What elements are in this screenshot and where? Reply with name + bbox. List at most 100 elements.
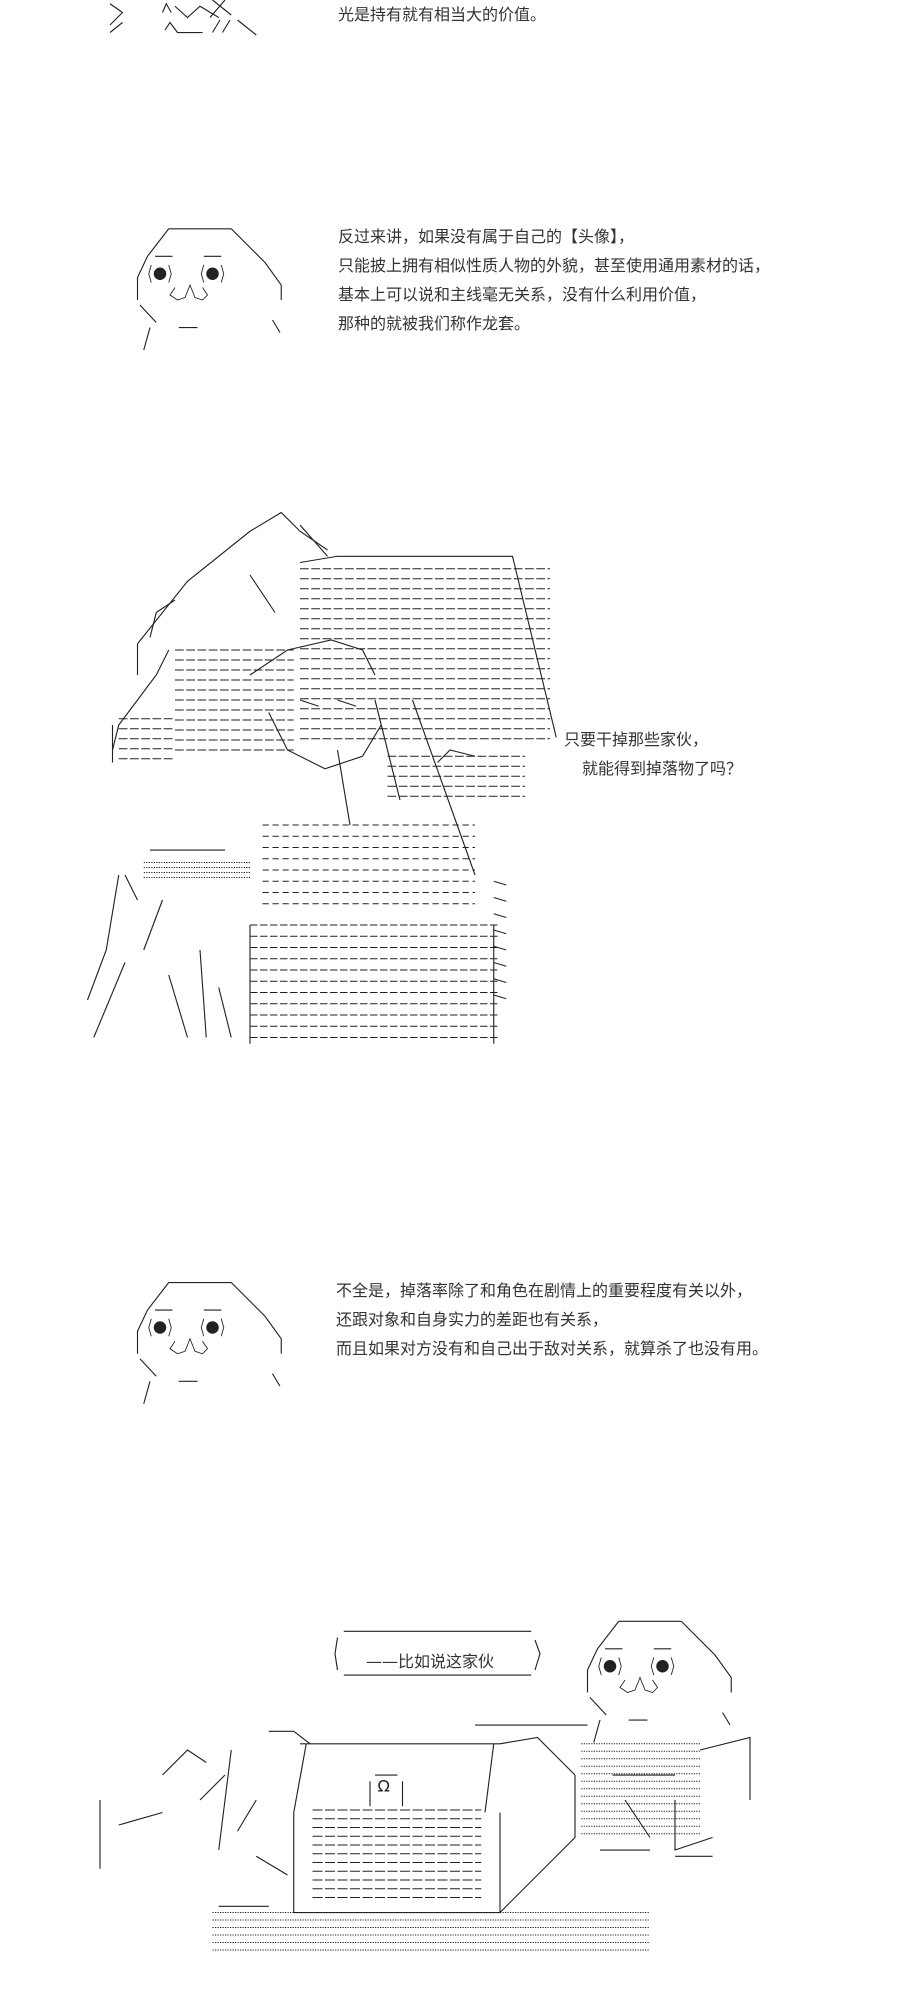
art-stroke (593, 1719, 601, 1743)
art-stroke (493, 897, 507, 902)
art-stroke (200, 1318, 205, 1337)
art-stroke (650, 1657, 655, 1676)
art-stroke (222, 19, 231, 33)
art-stroke (493, 945, 507, 951)
art-stroke (200, 264, 205, 283)
art-stroke (161, 2, 172, 13)
art-stroke (493, 978, 507, 983)
art-stroke (109, 22, 123, 33)
art-stroke (300, 1736, 576, 1776)
art-stroke (699, 1736, 751, 1800)
caption-line: 还跟对象和自身实力的差距也有关系， (336, 1310, 609, 1329)
art-stroke (199, 1774, 226, 1801)
art-stroke (619, 1676, 659, 1694)
art-stroke (680, 1620, 732, 1693)
art-stroke (169, 283, 209, 301)
art-stroke (237, 19, 257, 36)
art-stroke (212, 19, 221, 33)
art-stroke (230, 1282, 282, 1354)
art-stroke (249, 639, 376, 676)
art-stroke (111, 649, 170, 751)
art-stroke (93, 962, 126, 1038)
caption-line: 不全是，掉落率除了和角色在剧情上的重要程度有关以外， (336, 1281, 753, 1300)
caption-line: 基本上可以说和主线毫无关系，没有什么利用价值， (338, 285, 707, 304)
art-stroke (493, 994, 507, 1000)
art-stroke (336, 749, 351, 826)
art-stroke (586, 1620, 620, 1693)
art-stroke (169, 1337, 209, 1355)
art-stroke (237, 1799, 257, 1832)
art-stroke (209, 0, 226, 18)
caption-line: 光是持有就有相当大的价值。 (338, 5, 547, 24)
art-stroke (374, 699, 401, 801)
treasure-chest-scene: Ω (99, 1620, 751, 1951)
art-stroke (249, 574, 276, 613)
art-stroke (118, 1811, 163, 1826)
art-stroke (337, 699, 357, 707)
art-stroke (124, 874, 139, 901)
caption-line: 而且如果对方没有和自己出于敌对关系，就算杀了也没有用。 (336, 1339, 769, 1358)
art-stroke (437, 749, 476, 763)
art-stroke (139, 1358, 157, 1377)
art-stroke (109, 3, 124, 26)
art-stroke (268, 1730, 311, 1745)
character-face-top-partial (109, 0, 257, 36)
eye-icon (206, 1321, 219, 1334)
art-stroke (164, 21, 203, 34)
chest-lock-omega: Ω (378, 1776, 390, 1795)
art-stroke (493, 880, 507, 886)
art-stroke (598, 1657, 602, 1676)
character-face-yaruo (136, 228, 282, 351)
eye-icon (153, 267, 167, 280)
art-stroke (148, 1318, 152, 1337)
art-stroke (86, 874, 120, 1001)
art-stroke (493, 929, 507, 935)
art-stroke (143, 1381, 151, 1404)
caption-line: 反过来讲，如果没有属于自己的【头像】， (338, 227, 635, 246)
caption-line: 那种的就被我们称作龙套。 (338, 314, 531, 333)
art-stroke (618, 1657, 622, 1676)
art-stroke (493, 913, 507, 918)
art-stroke (218, 987, 232, 1038)
art-stroke (299, 555, 557, 738)
art-stroke (149, 599, 176, 638)
art-stroke (220, 264, 225, 283)
art-stroke (272, 319, 281, 333)
character-face-yaruo-2 (136, 1281, 282, 1404)
art-stroke (218, 1749, 232, 1851)
art-stroke (168, 264, 172, 283)
caption-line: 只要干掉那些家伙， (564, 730, 709, 749)
art-stroke (162, 1749, 207, 1776)
caption-4: 不全是，掉落率除了和角色在剧情上的重要程度有关以外， 还跟对象和自身实力的差距也… (336, 1276, 768, 1363)
art-stroke (624, 1799, 651, 1838)
hooded-girl-illustration (86, 511, 557, 1044)
art-stroke (255, 1855, 288, 1876)
art-stroke (174, 5, 220, 19)
art-stroke (674, 1800, 713, 1851)
art-stroke (293, 1775, 576, 1914)
eye-icon (206, 267, 219, 280)
art-stroke (136, 1282, 170, 1354)
art-stroke (139, 304, 157, 323)
art-stroke (534, 1639, 541, 1671)
art-stroke (411, 699, 476, 876)
art-stroke (299, 524, 328, 557)
art-stroke (168, 1318, 172, 1337)
caption-line: 只能披上拥有相似性质人物的外貌，甚至使用通用素材的话， (338, 256, 771, 275)
eye-icon (603, 1660, 617, 1673)
art-stroke (148, 264, 152, 283)
art-stroke (199, 949, 207, 1038)
art-stroke (670, 1657, 675, 1676)
speech-bubble-text: ——比如说这家伙 (366, 1652, 495, 1671)
art-stroke (136, 228, 170, 300)
art-stroke (137, 511, 328, 645)
art-stroke (212, 0, 232, 16)
art-stroke (168, 974, 189, 1038)
art-stroke (589, 1697, 607, 1716)
eye-icon (153, 1321, 167, 1334)
art-stroke (272, 1373, 281, 1387)
art-stroke (293, 1743, 307, 1813)
art-stroke (143, 327, 151, 351)
caption-3: 只要干掉那些家伙， 就能得到掉落物了吗？ (564, 725, 742, 783)
